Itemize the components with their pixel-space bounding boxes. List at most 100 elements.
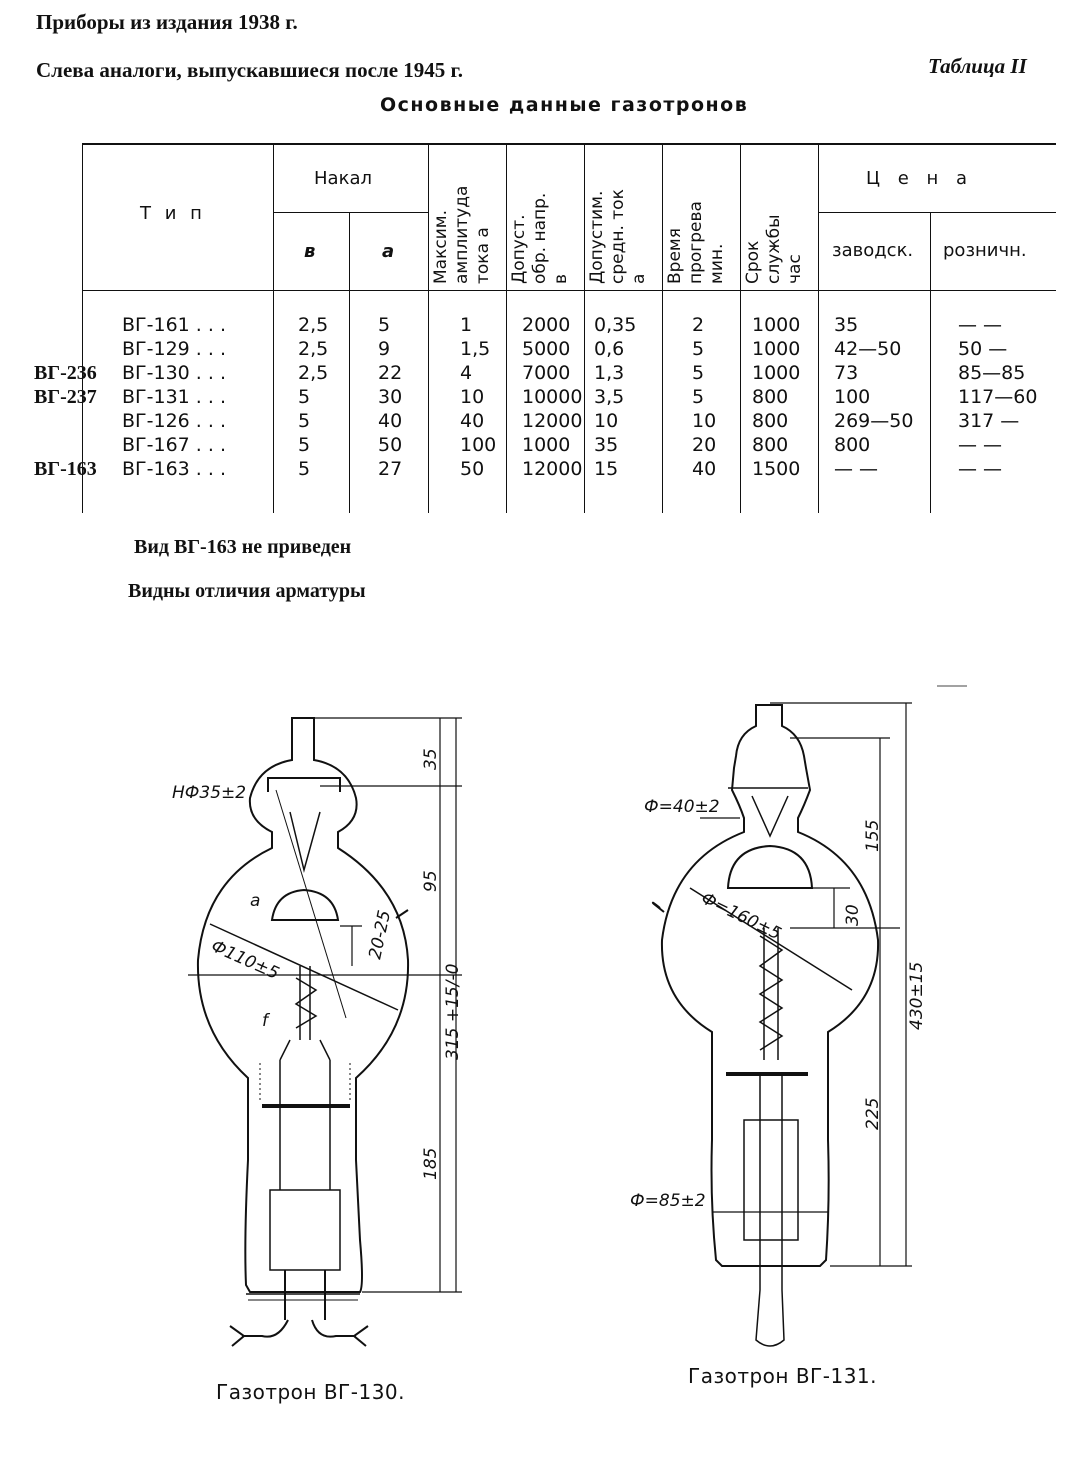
dim-vg130-h-mid: 95 [421, 870, 441, 892]
cell-life: 1000 [752, 338, 801, 360]
col-divider [506, 143, 507, 513]
cell-warmup: 5 [692, 338, 705, 360]
cell-price-retail: — — [958, 434, 1003, 456]
cell-fil-v: 2,5 [298, 338, 329, 360]
cell-rev-volt: 10000 [522, 386, 583, 408]
cell-type: ВГ-163 . . . [122, 458, 226, 480]
col-divider [740, 143, 741, 513]
cell-price-factory: 73 [834, 362, 859, 384]
note-not-shown: Вид ВГ-163 не приведен [134, 536, 352, 558]
col-group-price: Ц е н а [866, 168, 974, 189]
col-group-filament: Накал [314, 168, 372, 189]
dim-vg130-h-base: 185 [421, 1148, 441, 1180]
cell-fil-a: 22 [378, 362, 403, 384]
cell-fil-a: 9 [378, 338, 391, 360]
cell-max-amp: 1 [460, 314, 473, 336]
cell-avg-cur: 15 [594, 458, 619, 480]
cell-rev-volt: 1000 [522, 434, 571, 456]
col-header-fil-a: а [382, 241, 395, 262]
col-header-price-factory: заводск. [832, 240, 914, 261]
dim-vg131-h-total: 430±15 [907, 962, 927, 1030]
cell-fil-v: 5 [298, 386, 311, 408]
col-header-fil-v: в [304, 241, 316, 262]
dim-vg130-d-top: НФ35±2 [172, 783, 246, 803]
heading-edition: Приборы из издания 1938 г. [36, 10, 298, 34]
cell-rev-volt: 7000 [522, 362, 571, 384]
cell-price-factory: 100 [834, 386, 871, 408]
dim-vg130-d-bulb: Ф110±5 [208, 936, 282, 984]
table-top-rule [82, 143, 1056, 145]
caption-vg131: Газотрон ВГ-131. [688, 1364, 878, 1388]
row-analog: ВГ-237 [34, 386, 97, 408]
dim-vg130-h-top: 35 [421, 748, 441, 770]
cell-life: 800 [752, 434, 789, 456]
cell-warmup: 5 [692, 386, 705, 408]
col-header-type: Т и п [140, 203, 206, 224]
dim-vg131-d-bulb: Ф=160±5 [698, 889, 784, 945]
tube-vg130-drawing [196, 717, 410, 1347]
cell-life: 1000 [752, 362, 801, 384]
cell-price-retail: 85—85 [958, 362, 1026, 384]
cell-life: 800 [752, 386, 789, 408]
cell-type: ВГ-131 . . . [122, 386, 226, 408]
cell-price-retail: 50 — [958, 338, 1008, 360]
cell-rev-volt: 12000 [522, 410, 583, 432]
col-divider [818, 143, 819, 513]
cell-max-amp: 1,5 [460, 338, 491, 360]
dim-vg130-label-a: a [250, 891, 260, 911]
cell-type: ВГ-129 . . . [122, 338, 226, 360]
cell-fil-v: 5 [298, 458, 311, 480]
cell-max-amp: 10 [460, 386, 485, 408]
cell-rev-volt: 5000 [522, 338, 571, 360]
cell-fil-a: 30 [378, 386, 403, 408]
cell-price-factory: 800 [834, 434, 871, 456]
cell-type: ВГ-130 . . . [122, 362, 226, 384]
dim-vg130-h-total: 315 +15/-0 [443, 964, 463, 1060]
dim-vg131-gap: 30 [843, 904, 863, 926]
cell-price-factory: — — [834, 458, 879, 480]
row-analog: ВГ-236 [34, 362, 97, 384]
cell-price-factory: 269—50 [834, 410, 914, 432]
cell-type: ВГ-167 . . . [122, 434, 226, 456]
cell-avg-cur: 10 [594, 410, 619, 432]
dim-vg131-h-top: 155 [863, 820, 883, 852]
cell-fil-a: 50 [378, 434, 403, 456]
col-divider [428, 143, 429, 513]
cell-warmup: 40 [692, 458, 717, 480]
heading-analogs: Слева аналоги, выпускавшиеся после 1945 … [36, 58, 463, 82]
cell-fil-v: 2,5 [298, 314, 329, 336]
cell-price-retail: — — [958, 458, 1003, 480]
table-number: Таблица II [928, 54, 1027, 78]
cell-life: 800 [752, 410, 789, 432]
cell-type: ВГ-161 . . . [122, 314, 226, 336]
dim-vg130-gap: 20-25 [365, 909, 395, 961]
dim-vg131-h-base: 225 [863, 1098, 883, 1130]
dim-vg131-d-base: Ф=85±2 [630, 1191, 706, 1211]
cell-warmup: 5 [692, 362, 705, 384]
cell-warmup: 20 [692, 434, 717, 456]
col-divider [662, 143, 663, 513]
table-header-rule [82, 290, 1056, 291]
col-divider [349, 212, 350, 513]
row-analog: ВГ-163 [34, 458, 97, 480]
cell-avg-cur: 35 [594, 434, 619, 456]
group-rule-price [818, 212, 1056, 213]
cell-price-retail: 317 — [958, 410, 1020, 432]
note-differences: Видны отличия арматуры [128, 580, 366, 602]
col-divider [273, 143, 274, 513]
cell-price-retail: — — [958, 314, 1003, 336]
cell-max-amp: 100 [460, 434, 497, 456]
cell-max-amp: 50 [460, 458, 485, 480]
tube-vg131-drawing [651, 704, 880, 1347]
cell-rev-volt: 2000 [522, 314, 571, 336]
col-divider [584, 143, 585, 513]
cell-max-amp: 40 [460, 410, 485, 432]
dim-vg130-label-f: f [262, 1011, 271, 1031]
cell-fil-a: 40 [378, 410, 403, 432]
group-rule-filament [273, 212, 428, 213]
cell-avg-cur: 0,6 [594, 338, 625, 360]
cell-life: 1000 [752, 314, 801, 336]
cell-fil-a: 27 [378, 458, 403, 480]
cell-fil-v: 5 [298, 410, 311, 432]
